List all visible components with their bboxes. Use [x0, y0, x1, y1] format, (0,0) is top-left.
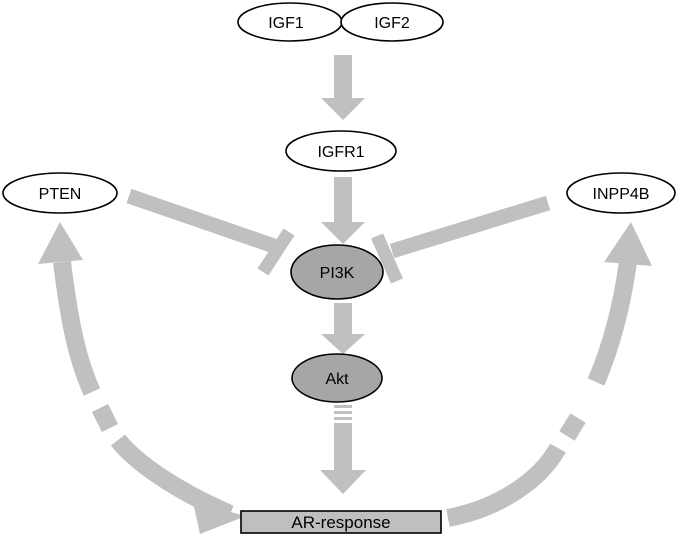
node-pten: PTEN — [2, 172, 118, 214]
feedback-ar-to-pten — [38, 222, 246, 534]
node-igfr1-label: IGFR1 — [317, 144, 364, 161]
node-ar-response: AR-response — [240, 510, 442, 534]
node-inpp4b: INPP4B — [566, 172, 676, 214]
node-akt-label: Akt — [325, 371, 349, 388]
node-pi3k-label: PI3K — [320, 265, 355, 282]
arrow-pi3k-to-akt — [321, 303, 365, 354]
node-igf1-label: IGF1 — [268, 15, 304, 32]
node-igfr1: IGFR1 — [285, 130, 397, 172]
node-pten-label: PTEN — [39, 186, 82, 203]
arrow-igf-to-igfr1 — [321, 55, 365, 120]
inhibit-pten-to-pi3k — [126, 188, 295, 276]
node-igf2: IGF2 — [340, 2, 444, 42]
node-igf1: IGF1 — [237, 2, 343, 42]
arrow-akt-to-ar-response — [320, 405, 366, 494]
node-ar-response-label: AR-response — [291, 513, 390, 532]
node-inpp4b-label: INPP4B — [593, 186, 650, 203]
feedback-ar-to-inpp4b — [446, 222, 652, 527]
node-pi3k: PI3K — [290, 244, 384, 300]
inhibit-inpp4b-to-pi3k — [371, 195, 551, 284]
arrow-igfr1-to-pi3k — [321, 177, 365, 244]
node-igf2-label: IGF2 — [374, 15, 410, 32]
node-akt: Akt — [291, 353, 383, 403]
